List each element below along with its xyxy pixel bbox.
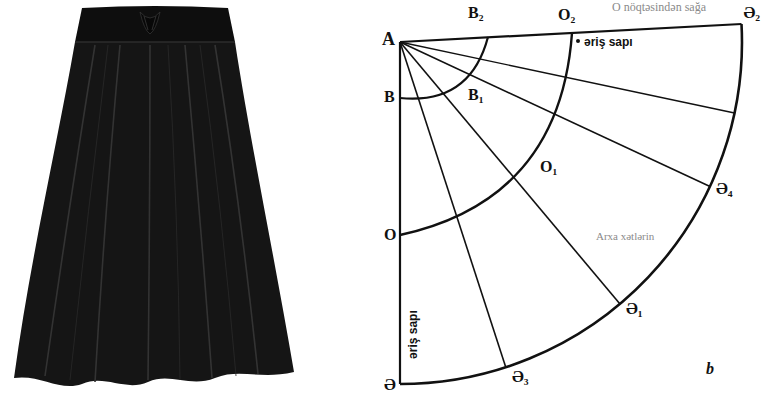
point-label: B₂: [468, 4, 483, 22]
point-label: A: [382, 30, 395, 50]
book-text: Arxa xətlərin: [596, 230, 654, 242]
point-label: əriş sapı: [406, 311, 419, 360]
point-label: B₁: [468, 86, 483, 104]
point-label: O₁: [540, 158, 557, 176]
skirt-photo: [14, 6, 294, 386]
point-label: Ə: [384, 376, 396, 394]
point-label: O: [384, 226, 396, 244]
pattern-draft: [400, 24, 742, 384]
point-label: Ə₃: [512, 368, 529, 386]
point-label: b: [706, 360, 714, 378]
point-label: Ə₁: [626, 300, 643, 318]
point-label: əriş sapı: [584, 36, 633, 49]
book-text: O nöqtəsindən sağa: [612, 1, 706, 14]
point-label: Ə₄: [716, 180, 733, 198]
point-label: B: [384, 88, 395, 106]
point-label: O₂: [558, 6, 575, 24]
point-label: Ə₂: [743, 4, 760, 22]
